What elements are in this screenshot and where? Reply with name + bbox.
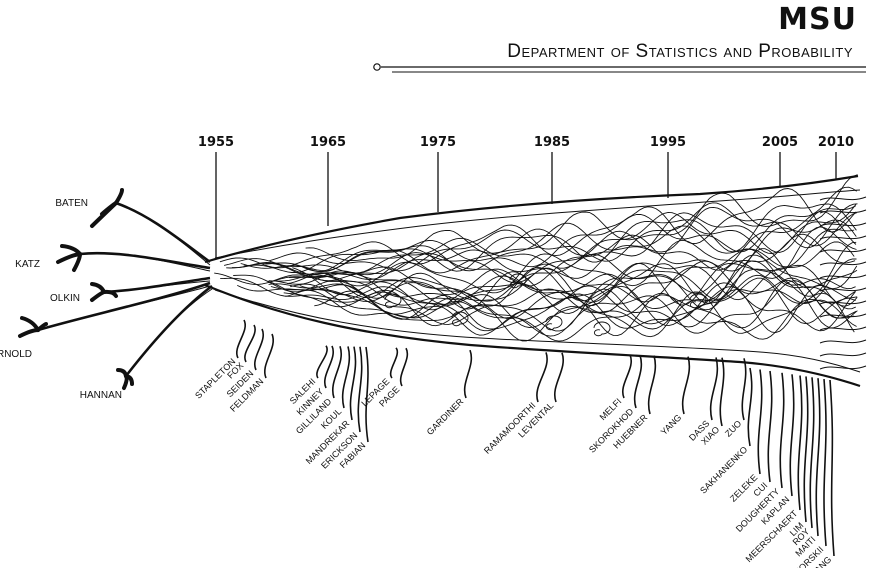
faculty-root bbox=[768, 371, 771, 482]
trunk-strand bbox=[241, 187, 857, 270]
root-claw bbox=[104, 292, 116, 296]
root-label: BATEN bbox=[55, 198, 88, 209]
trunk-strand bbox=[266, 204, 858, 272]
faculty-root bbox=[317, 346, 327, 378]
faculty-root bbox=[555, 353, 563, 402]
faculty-name-label: GARDINER bbox=[425, 396, 466, 437]
root-label: KATZ bbox=[15, 259, 40, 270]
faculty-root bbox=[350, 347, 355, 420]
faculty-root bbox=[333, 346, 341, 398]
faculty-root bbox=[810, 377, 813, 528]
trunk-strand bbox=[276, 249, 856, 304]
faculty-root bbox=[830, 380, 834, 556]
faculty-root bbox=[255, 329, 263, 370]
year-label: 1985 bbox=[534, 135, 570, 150]
trunk-curl bbox=[594, 322, 610, 336]
root-claw bbox=[92, 292, 104, 300]
faculty-root bbox=[742, 358, 745, 420]
faculty-root bbox=[720, 358, 723, 426]
year-label: 1975 bbox=[420, 135, 456, 150]
header-rule bbox=[374, 64, 866, 72]
faculty-root bbox=[391, 348, 398, 378]
root-label: OLKIN bbox=[50, 293, 80, 304]
root-branch bbox=[80, 253, 210, 271]
year-label: 2005 bbox=[762, 135, 798, 150]
root-branch bbox=[126, 289, 212, 376]
faculty-root bbox=[683, 357, 690, 414]
trunk-strand bbox=[232, 212, 856, 283]
trunk-fray bbox=[820, 275, 866, 278]
root-claw bbox=[116, 190, 122, 203]
trunk-fray bbox=[820, 288, 866, 291]
faculty-root bbox=[465, 350, 472, 398]
faculty-root bbox=[790, 374, 793, 496]
faculty-root bbox=[824, 379, 826, 546]
root-claw bbox=[92, 203, 116, 226]
root-branches: BATEN KATZ OLKIN ARNOLD HANNAN bbox=[0, 190, 212, 401]
faculty-root bbox=[358, 347, 361, 432]
trunk-fray bbox=[820, 314, 866, 317]
trunk-strand bbox=[297, 227, 857, 293]
root-label: HANNAN bbox=[80, 390, 122, 401]
year-label: 1995 bbox=[650, 135, 686, 150]
root-branch bbox=[126, 286, 212, 376]
trunk-fray bbox=[820, 353, 866, 356]
faculty-root bbox=[649, 356, 656, 414]
faculty-root bbox=[245, 325, 255, 362]
faculty-root bbox=[748, 368, 751, 446]
faculty-root bbox=[711, 357, 718, 420]
faculty-root bbox=[816, 378, 819, 536]
faculty-root bbox=[537, 352, 547, 402]
faculty-root bbox=[623, 355, 631, 398]
faculty-root bbox=[401, 348, 408, 386]
faculty-name-label: ZUO bbox=[723, 418, 744, 439]
root-branch bbox=[80, 253, 210, 268]
trunk-fray bbox=[820, 197, 866, 200]
faculty-root bbox=[780, 373, 783, 488]
root-claw bbox=[20, 330, 38, 336]
trunk bbox=[205, 175, 866, 386]
faculty-root bbox=[343, 346, 350, 408]
trunk-strand bbox=[314, 291, 854, 341]
trunk-fray bbox=[820, 236, 866, 239]
trunk-fray bbox=[820, 223, 866, 226]
year-label: 2010 bbox=[818, 135, 854, 150]
faculty-root bbox=[758, 370, 761, 475]
faculty-root bbox=[237, 320, 245, 358]
trunk-fray bbox=[820, 340, 866, 343]
faculty-root bbox=[798, 376, 801, 511]
root-label: ARNOLD bbox=[0, 349, 32, 360]
faculty-roots: STAPLETONFOXSEIDENFELDMANSALEHIKINNEYGIL… bbox=[193, 320, 834, 568]
faculty-root bbox=[804, 376, 807, 522]
faculty-root bbox=[265, 334, 273, 378]
trunk-bottom-edge bbox=[205, 285, 860, 386]
year-label: 1965 bbox=[310, 135, 346, 150]
faculty-name-label: YANG bbox=[659, 412, 684, 437]
year-label: 1955 bbox=[198, 135, 234, 150]
faculty-root bbox=[635, 355, 642, 408]
trunk-fray bbox=[820, 327, 866, 330]
